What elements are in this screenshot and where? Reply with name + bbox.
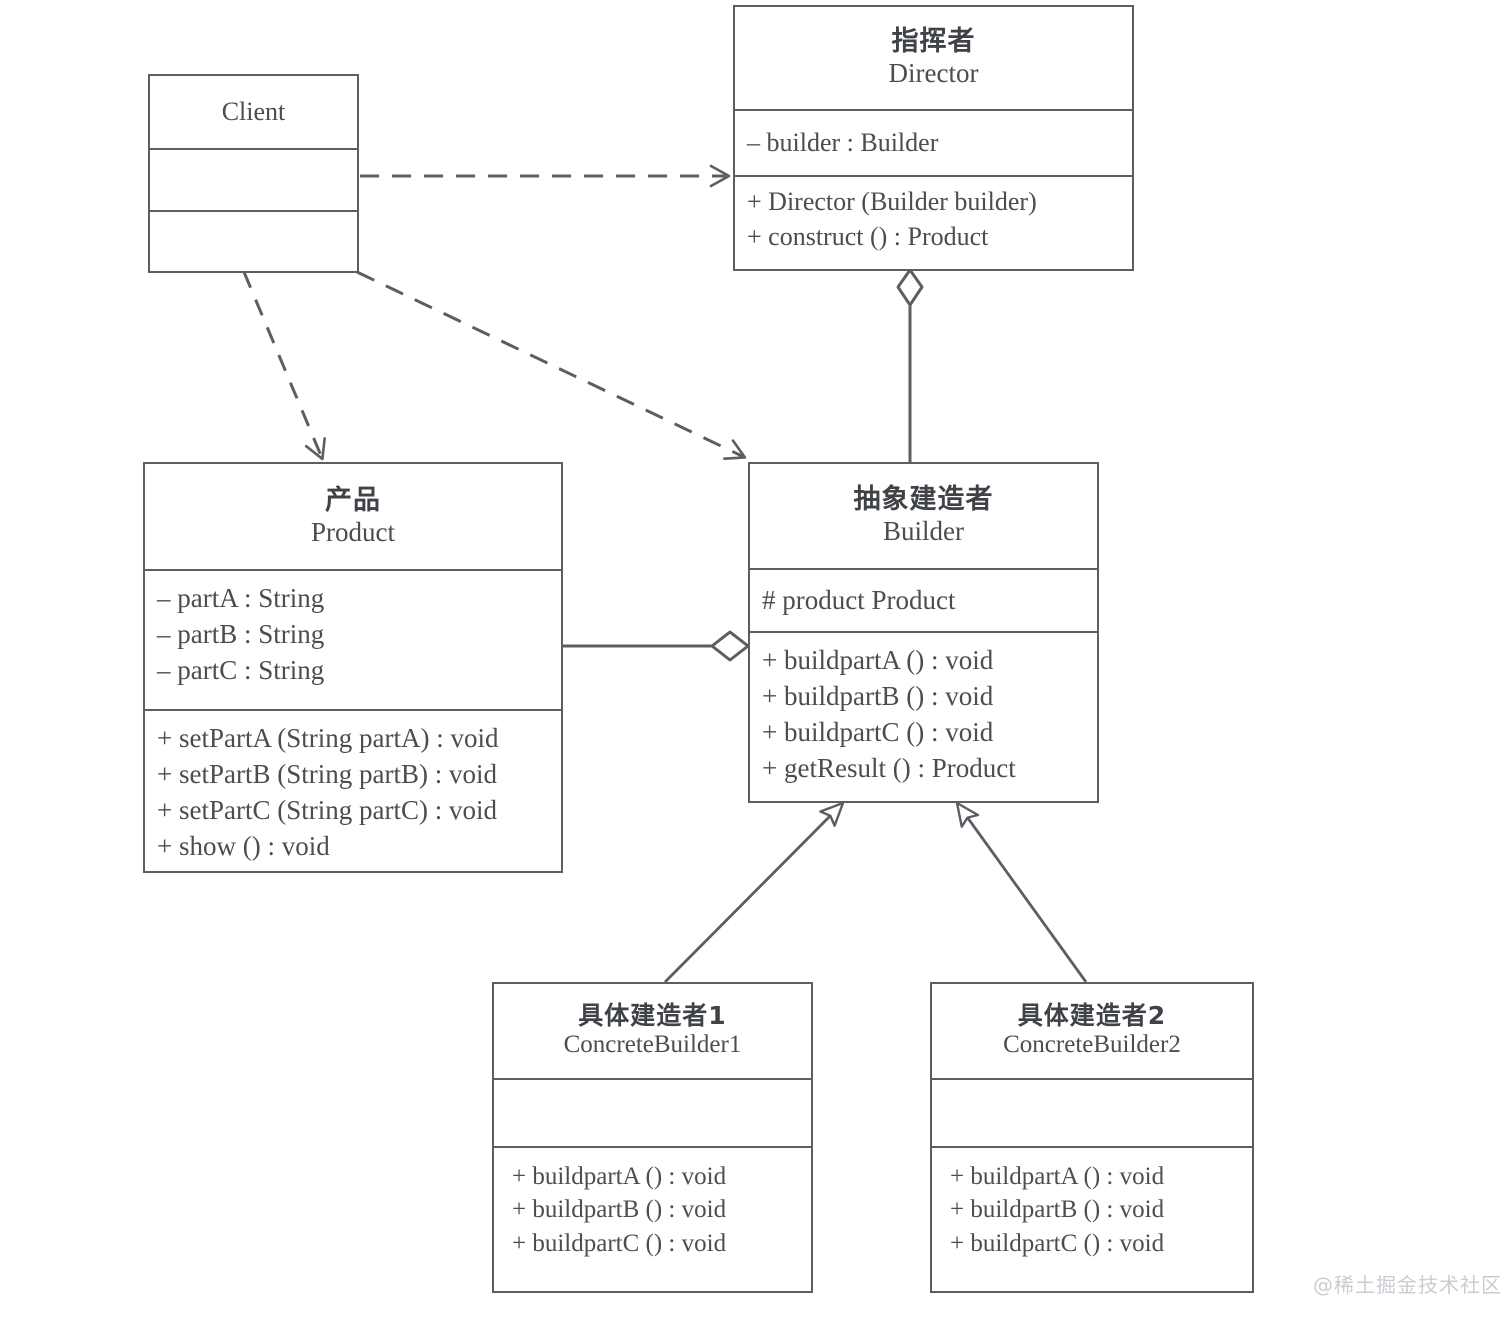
class-attributes-concretebuilder1 (494, 1078, 811, 1146)
edge-builder-product-aggregation (562, 630, 750, 662)
class-en-name-concretebuilder1: ConcreteBuilder1 (563, 1031, 742, 1059)
class-title-director: 指挥者 Director (735, 7, 1132, 109)
class-title-product: 产品 Product (145, 464, 561, 569)
class-en-name-product: Product (311, 516, 395, 547)
class-methods-director: + Director (Builder builder) + construct… (735, 175, 1132, 269)
class-method: + getResult () : Product (762, 752, 1016, 783)
class-en-name-director: Director (888, 58, 979, 89)
class-attribute: – partB : String (157, 619, 325, 650)
class-attribute: – builder : Builder (747, 127, 939, 157)
class-method: + Director (Builder builder) (747, 187, 1037, 216)
class-attribute: – partA : String (157, 583, 325, 614)
class-cn-name-concretebuilder1: 具体建造者1 (578, 1000, 727, 1030)
edge-client-to-product (242, 271, 326, 461)
class-attribute: – partC : String (157, 655, 325, 686)
class-method: + construct () : Product (747, 221, 989, 251)
class-attributes-client (150, 148, 357, 210)
edge-director-builder-aggregation (896, 268, 924, 462)
class-attribute: # product Product (762, 584, 956, 615)
class-en-name-concretebuilder2: ConcreteBuilder2 (1003, 1031, 1181, 1059)
class-method: + setPartA (String partA) : void (157, 723, 499, 754)
class-method: + buildpartB () : void (762, 680, 994, 711)
class-title-concretebuilder2: 具体建造者2 ConcreteBuilder2 (932, 984, 1252, 1078)
class-method: + buildpartB () : void (950, 1196, 1165, 1224)
class-methods-concretebuilder2: + buildpartA () : void + buildpartB () :… (932, 1146, 1252, 1291)
class-method: + show () : void (157, 831, 330, 862)
class-title-concretebuilder1: 具体建造者1 ConcreteBuilder1 (494, 984, 811, 1078)
class-en-name-client: Client (221, 97, 286, 127)
class-cn-name-director: 指挥者 (891, 26, 976, 58)
class-method: + buildpartA () : void (512, 1163, 727, 1190)
class-method: + buildpartB () : void (512, 1196, 727, 1224)
edge-client-to-builder (356, 270, 747, 460)
class-cn-name-concretebuilder2: 具体建造者2 (1017, 1000, 1167, 1030)
class-box-builder[interactable]: 抽象建造者 Builder # product Product + buildp… (748, 462, 1099, 803)
class-methods-builder: + buildpartA () : void + buildpartB () :… (750, 631, 1097, 801)
class-method: + buildpartC () : void (950, 1229, 1165, 1257)
class-attributes-product: – partA : String – partB : String – part… (145, 569, 561, 709)
class-box-product[interactable]: 产品 Product – partA : String – partB : St… (143, 462, 563, 873)
class-attributes-director: – builder : Builder (735, 109, 1132, 175)
class-method: + buildpartC () : void (512, 1229, 727, 1257)
edge-concretebuilder1-generalization (664, 801, 845, 983)
class-box-concretebuilder1[interactable]: 具体建造者1 ConcreteBuilder1 + buildpartA () … (492, 982, 813, 1293)
class-method: + setPartB (String partB) : void (157, 759, 497, 790)
class-methods-product: + setPartA (String partA) : void + setPa… (145, 709, 561, 871)
class-method: + buildpartA () : void (762, 645, 994, 675)
class-cn-name-builder: 抽象建造者 (853, 484, 994, 516)
class-en-name-builder: Builder (883, 516, 964, 547)
class-box-concretebuilder2[interactable]: 具体建造者2 ConcreteBuilder2 + buildpartA () … (930, 982, 1254, 1293)
class-methods-concretebuilder1: + buildpartA () : void + buildpartB () :… (494, 1146, 811, 1291)
class-title-builder: 抽象建造者 Builder (750, 464, 1097, 568)
class-methods-client (150, 210, 357, 271)
class-method: + buildpartA () : void (950, 1163, 1165, 1190)
class-method: + setPartC (String partC) : void (157, 795, 497, 826)
class-attributes-concretebuilder2 (932, 1078, 1252, 1146)
class-method: + buildpartC () : void (762, 716, 994, 747)
watermark: @稀土掘金技术社区 (1313, 1273, 1502, 1297)
class-attributes-builder: # product Product (750, 568, 1097, 631)
class-cn-name-product: 产品 (325, 484, 381, 516)
class-box-director[interactable]: 指挥者 Director – builder : Builder + Direc… (733, 5, 1134, 271)
class-box-client[interactable]: Client (148, 74, 359, 273)
edge-concretebuilder2-generalization (955, 801, 1088, 983)
class-title-client: Client (150, 76, 357, 148)
